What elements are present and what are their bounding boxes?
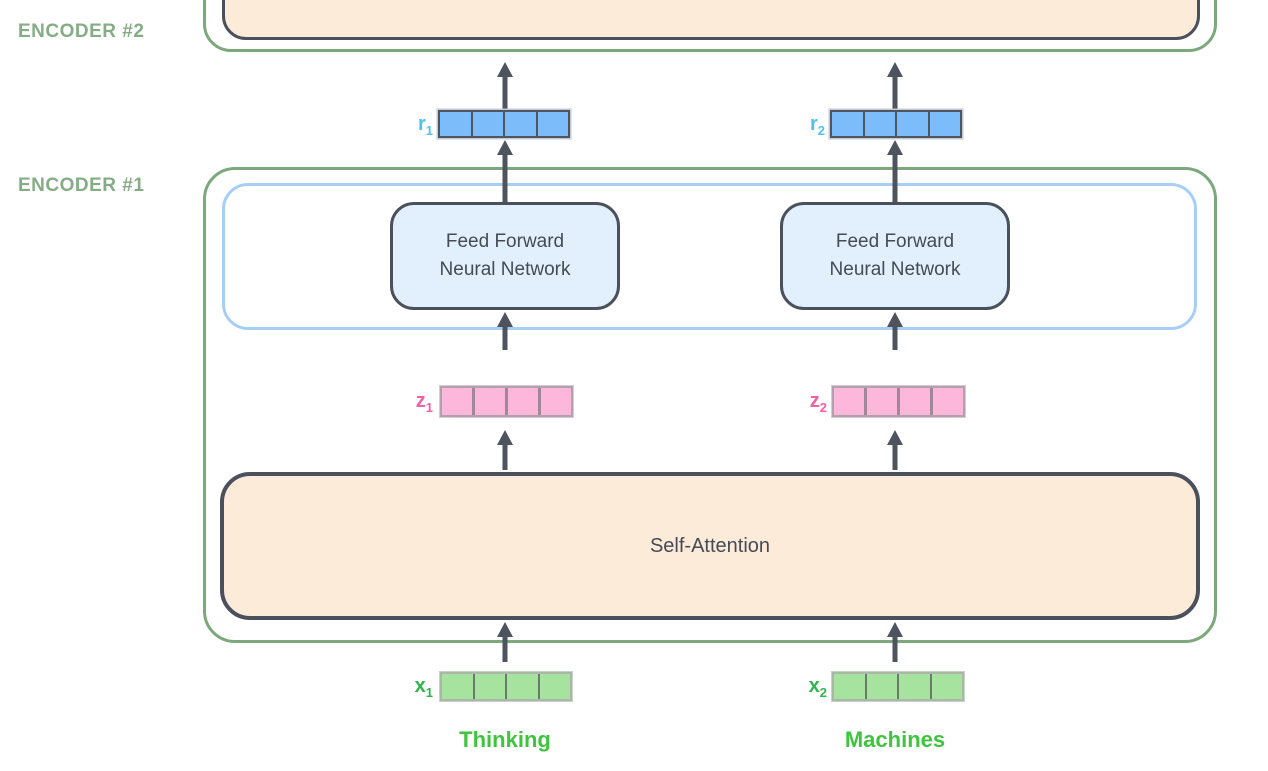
arrow-head-icon xyxy=(887,62,903,77)
vector-label-base: z xyxy=(809,390,820,412)
vector-label-x1: x1 xyxy=(385,672,433,707)
vector-label-base: x xyxy=(808,675,820,697)
vector-cell xyxy=(866,674,899,699)
token-word-thinking: Thinking xyxy=(459,727,551,752)
arrow-selfattention-to-z2 xyxy=(887,430,903,470)
self-attention-box: Self-Attention xyxy=(220,472,1200,620)
arrow-shaft xyxy=(892,152,898,202)
arrow-shaft xyxy=(892,634,898,662)
arrow-z1-to-ffnn1 xyxy=(497,312,513,350)
vector-z2 xyxy=(832,386,965,417)
vector-label-sub: 1 xyxy=(425,685,433,700)
encoder-1-layer-panel xyxy=(222,183,1197,330)
arrow-head-icon xyxy=(497,430,513,445)
arrow-head-icon xyxy=(497,140,513,155)
vector-label-sub: 1 xyxy=(425,400,433,415)
vector-cell xyxy=(834,674,867,699)
vector-label-r2: r2 xyxy=(777,110,825,145)
arrow-head-icon xyxy=(497,62,513,77)
vector-cell xyxy=(864,112,897,136)
vector-cell xyxy=(472,112,505,136)
ffnn-2-text-line2: Neural Network xyxy=(829,259,961,280)
vector-cell xyxy=(475,388,508,415)
vector-label-r1: r1 xyxy=(385,110,433,145)
arrow-head-icon xyxy=(497,312,513,327)
vector-cell xyxy=(505,112,538,136)
vector-cell xyxy=(539,674,570,699)
arrow-x1-to-selfattention xyxy=(497,622,513,662)
vector-cell xyxy=(541,388,571,415)
vector-cell xyxy=(442,388,475,415)
ffnn-2-box: Feed Forward Neural Network xyxy=(780,202,1010,310)
vector-cell xyxy=(897,112,930,136)
arrow-shaft xyxy=(502,152,508,202)
arrow-head-icon xyxy=(887,140,903,155)
vector-label-base: r xyxy=(417,113,426,135)
arrow-head-icon xyxy=(887,312,903,327)
vector-cell xyxy=(867,388,900,415)
vector-cell xyxy=(537,112,568,136)
arrow-shaft xyxy=(502,634,508,662)
vector-cell xyxy=(832,112,865,136)
vector-cell xyxy=(900,388,933,415)
vector-cell xyxy=(508,388,541,415)
ffnn-1-box: Feed Forward Neural Network xyxy=(390,202,620,310)
ffnn-1-text-line2: Neural Network xyxy=(439,259,571,280)
vector-cell xyxy=(899,674,932,699)
arrow-ffnn2-to-r2 xyxy=(887,140,903,202)
vector-label-sub: 2 xyxy=(819,400,827,415)
vector-label-base: x xyxy=(414,675,426,697)
arrow-r2-to-encoder2 xyxy=(887,62,903,110)
arrow-ffnn1-to-r1 xyxy=(497,140,513,202)
arrow-r1-to-encoder2 xyxy=(497,62,513,110)
vector-label-sub: 1 xyxy=(425,123,433,138)
vector-cell xyxy=(507,674,540,699)
encoder-1-box xyxy=(203,167,1217,643)
arrow-head-icon xyxy=(497,622,513,637)
arrow-x2-to-selfattention xyxy=(887,622,903,662)
self-attention-text: Self-Attention xyxy=(649,534,771,557)
vector-cell xyxy=(474,674,507,699)
arrow-shaft xyxy=(502,442,508,470)
vector-cell xyxy=(929,112,960,136)
arrow-head-icon xyxy=(887,622,903,637)
vector-cell xyxy=(933,388,963,415)
ffnn-1-text-line1: Feed Forward xyxy=(445,230,565,252)
arrow-shaft xyxy=(892,442,898,470)
arrow-head-icon xyxy=(887,430,903,445)
vector-x1 xyxy=(440,672,572,701)
arrow-selfattention-to-z1 xyxy=(497,430,513,470)
vector-cell xyxy=(440,112,473,136)
arrow-shaft xyxy=(892,74,898,110)
vector-label-z2: z2 xyxy=(779,386,827,423)
arrow-shaft xyxy=(502,324,508,350)
vector-x2 xyxy=(832,672,964,701)
vector-cell xyxy=(834,388,867,415)
encoder-2-label: ENCODER #2 xyxy=(18,21,145,42)
vector-r1 xyxy=(438,110,570,138)
vector-label-x2: x2 xyxy=(779,672,827,707)
vector-label-base: z xyxy=(415,390,426,412)
encoder-2-box xyxy=(203,0,1217,52)
vector-label-sub: 2 xyxy=(819,685,827,700)
arrow-shaft xyxy=(502,74,508,110)
vector-cell xyxy=(442,674,475,699)
encoder-1-label: ENCODER #1 xyxy=(18,175,145,196)
vector-label-sub: 2 xyxy=(817,123,825,138)
vector-label-z1: z1 xyxy=(385,386,433,423)
arrow-shaft xyxy=(892,324,898,350)
ffnn-2-text-line1: Feed Forward xyxy=(835,230,955,252)
token-word-machines: Machines xyxy=(844,727,946,752)
vector-r2 xyxy=(830,110,962,138)
arrow-z2-to-ffnn2 xyxy=(887,312,903,350)
vector-cell xyxy=(931,674,962,699)
encoder-2-inner-box xyxy=(222,0,1200,40)
vector-z1 xyxy=(440,386,573,417)
vector-label-base: r xyxy=(809,113,818,135)
